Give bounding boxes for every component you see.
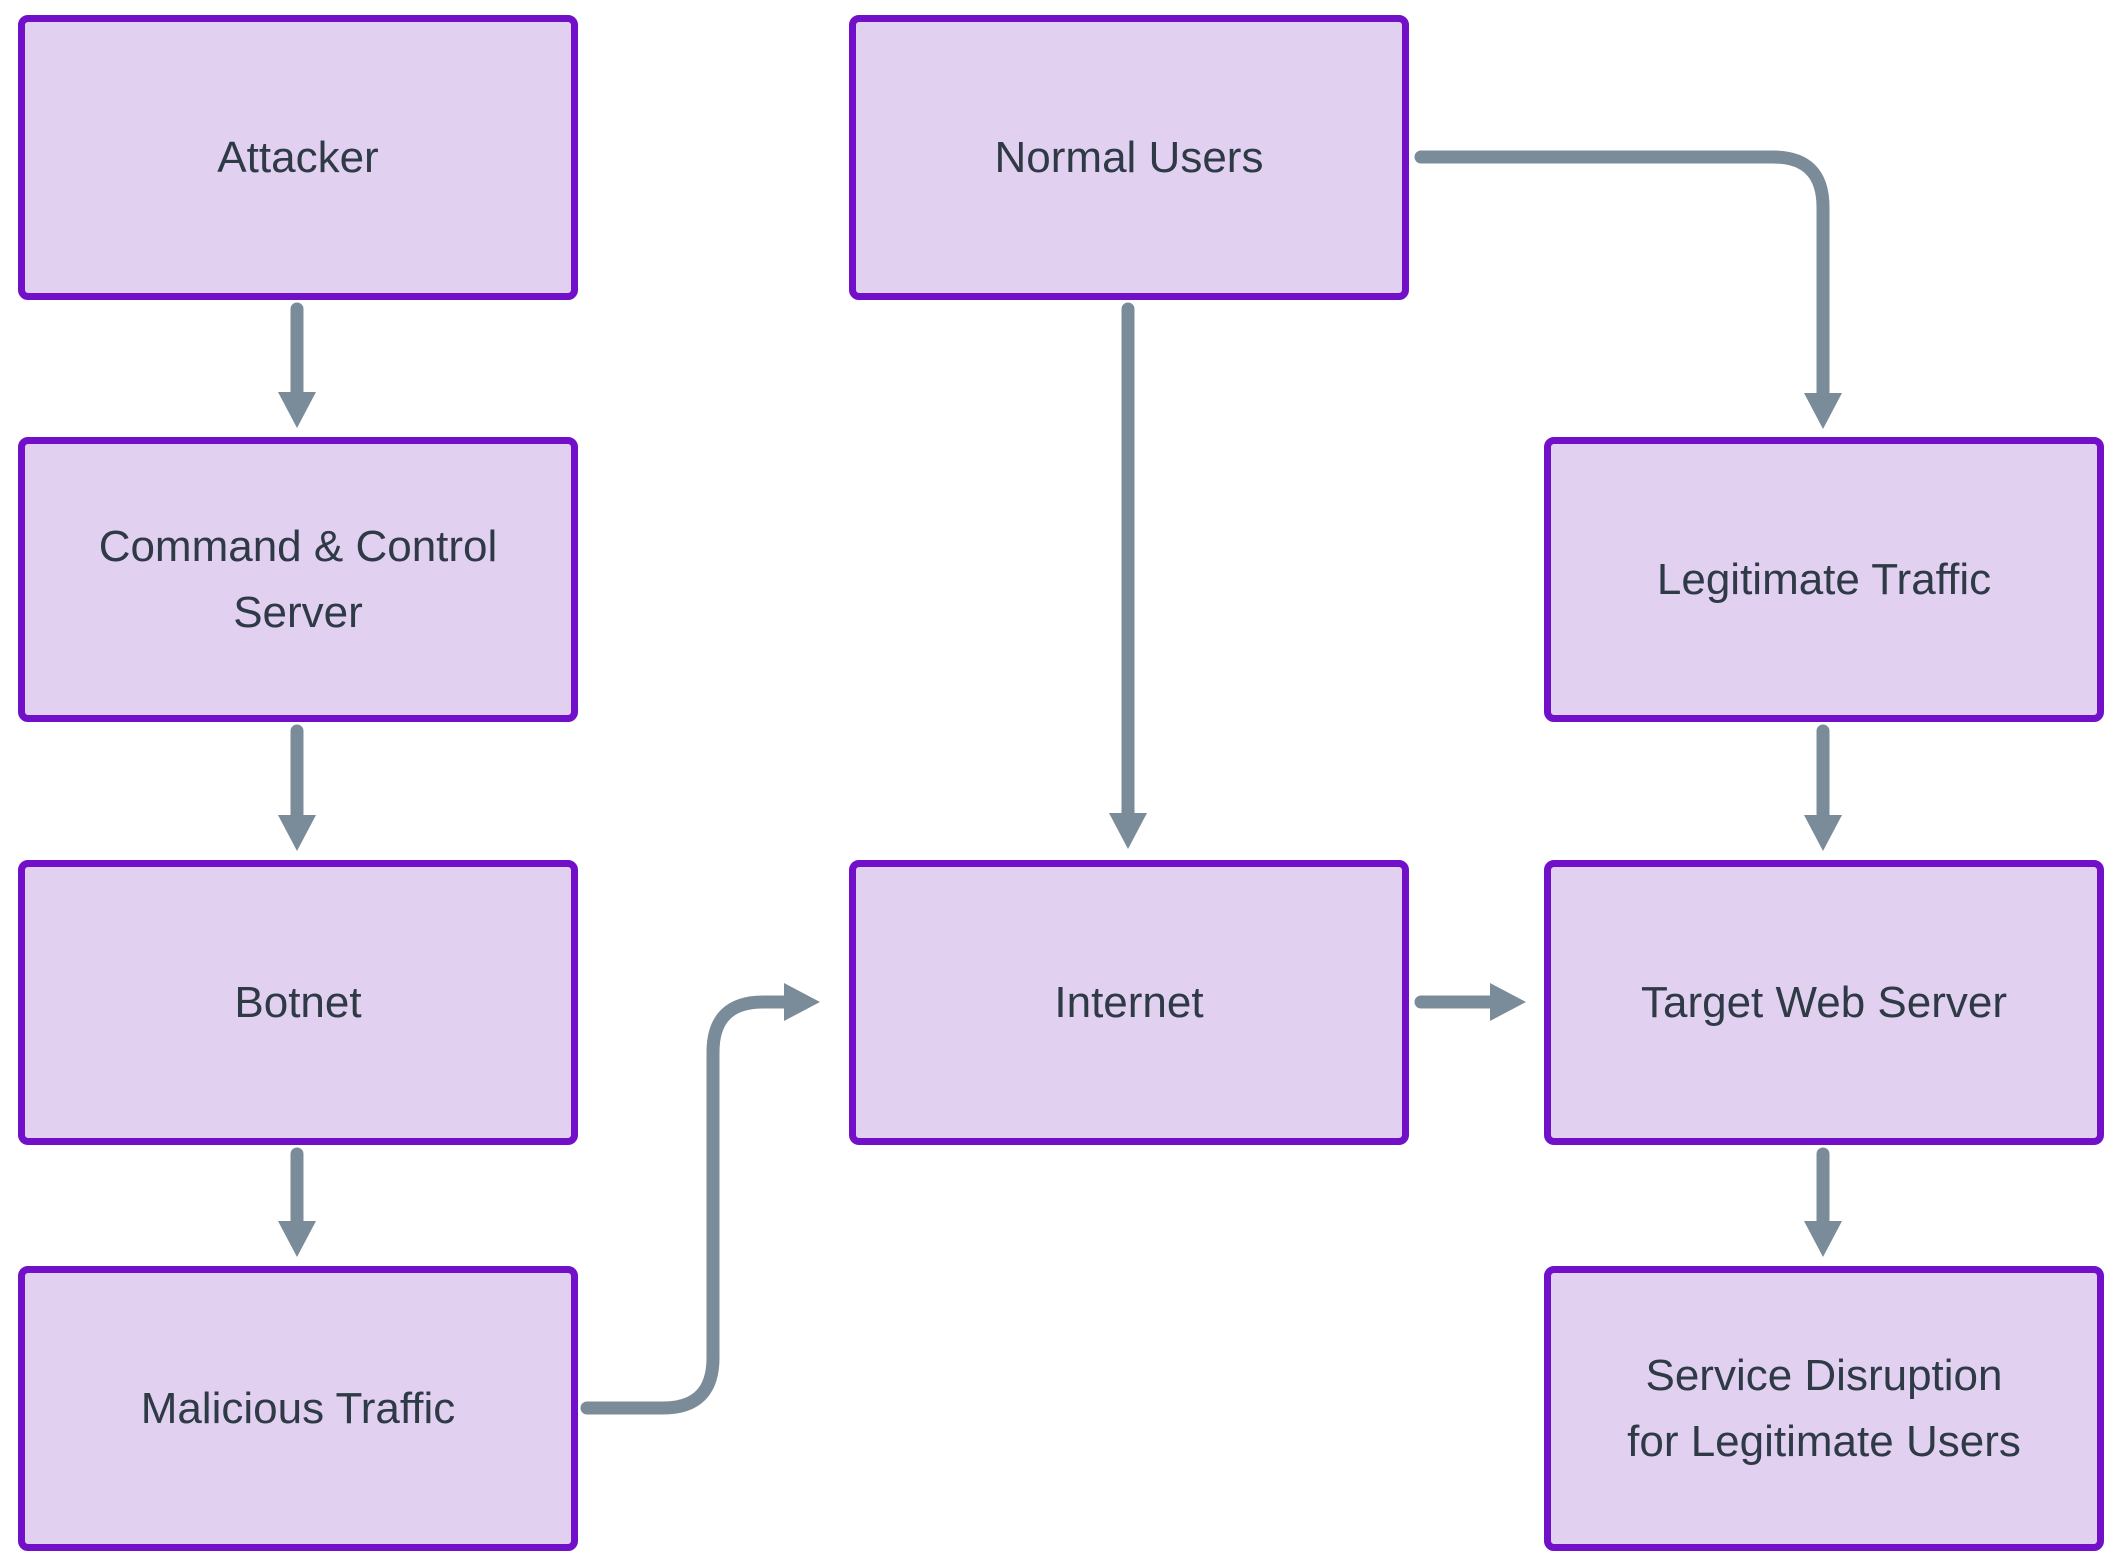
arrowhead-malicious-traffic-to-internet-icon xyxy=(784,983,820,1021)
arrowhead-target-web-server-to-service-disruption-icon xyxy=(1804,1221,1842,1257)
node-normal-users: Normal Users xyxy=(849,15,1409,300)
node-internet: Internet xyxy=(849,860,1409,1145)
node-botnet-label: Botnet xyxy=(234,977,362,1027)
node-service-disruption-label: Service Disruption for Legitimate Users xyxy=(1627,1350,2021,1466)
node-internet-label: Internet xyxy=(1054,977,1204,1027)
node-attacker-label: Attacker xyxy=(217,132,379,182)
arrowhead-normal-users-to-legitimate-traffic-icon xyxy=(1804,393,1842,429)
arrowhead-attacker-to-cc-server-icon xyxy=(278,392,316,428)
edge-normal-users-to-legitimate-traffic xyxy=(1414,150,1830,400)
node-normal-users-label: Normal Users xyxy=(994,132,1264,182)
node-cc-server: Command & Control Server xyxy=(18,437,578,722)
edge-malicious-traffic-to-internet xyxy=(580,995,791,1415)
node-legitimate-traffic-label: Legitimate Traffic xyxy=(1656,554,1992,604)
node-target-web-server-label: Target Web Server xyxy=(1640,977,2007,1027)
arrowhead-normal-users-to-internet-icon xyxy=(1109,813,1147,849)
node-service-disruption: Service Disruption for Legitimate Users xyxy=(1544,1266,2104,1551)
arrowhead-cc-server-to-botnet-icon xyxy=(278,815,316,851)
arrowhead-botnet-to-malicious-traffic-icon xyxy=(278,1221,316,1257)
node-attacker: Attacker xyxy=(18,15,578,300)
node-cc-server-label: Command & Control Server xyxy=(98,521,498,637)
node-malicious-traffic: Malicious Traffic xyxy=(18,1266,578,1551)
node-target-web-server: Target Web Server xyxy=(1544,860,2104,1145)
node-malicious-traffic-label: Malicious Traffic xyxy=(140,1383,456,1433)
arrowhead-legitimate-traffic-to-target-web-server-icon xyxy=(1804,815,1842,851)
arrowhead-internet-to-target-web-server-icon xyxy=(1490,983,1526,1021)
node-botnet: Botnet xyxy=(18,860,578,1145)
node-legitimate-traffic: Legitimate Traffic xyxy=(1544,437,2104,722)
